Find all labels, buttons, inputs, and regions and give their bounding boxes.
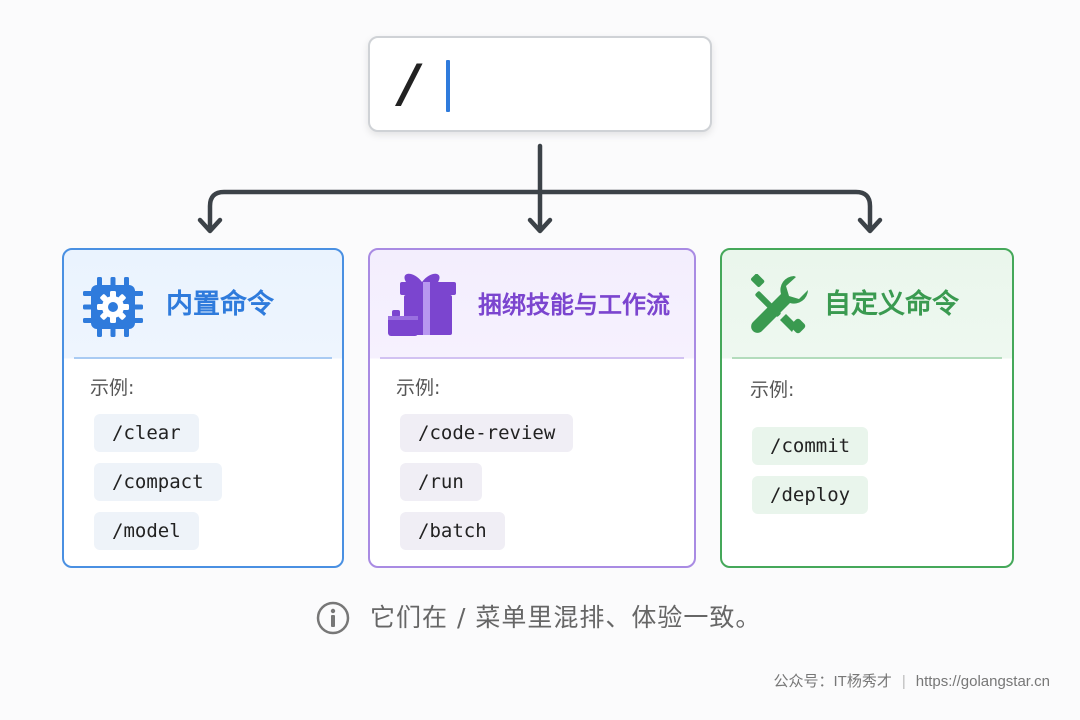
command-chip-code-review[interactable]: /code-review: [400, 414, 574, 452]
card-divider: [74, 357, 332, 359]
card-header: 内置命令: [64, 250, 342, 358]
builtin-commands-card: 内置命令 示例: /clear /compact /model: [62, 248, 344, 568]
slash-prompt: /: [400, 54, 419, 114]
card-divider: [732, 357, 1002, 359]
arrowhead-left: [197, 217, 223, 234]
command-chip-batch[interactable]: /batch: [400, 512, 505, 550]
command-chip-commit[interactable]: /commit: [752, 427, 869, 465]
bundled-skills-card: 捆绑技能与工作流 示例: /code-review /run /batch: [368, 248, 696, 568]
command-chip-clear[interactable]: /clear: [94, 414, 199, 452]
footer-url: https://golangstar.cn: [915, 673, 1050, 690]
arrowhead-right: [857, 217, 883, 234]
arrowhead-center: [527, 217, 553, 234]
command-chip-model[interactable]: /model: [94, 512, 199, 550]
footer-credit: 公众号：IT杨秀才 | https://golangstar.cn: [773, 672, 1050, 692]
example-label: 示例:: [90, 377, 135, 399]
card-divider: [380, 357, 684, 359]
command-chip-deploy[interactable]: /deploy: [752, 476, 869, 514]
example-label: 示例:: [396, 377, 441, 399]
connector-right-branch: [537, 189, 873, 233]
info-icon: [316, 601, 350, 635]
wrench-screwdriver-icon: [751, 274, 808, 334]
card-title: 内置命令: [166, 289, 274, 320]
footer-account: 公众号：IT杨秀才: [773, 673, 892, 690]
example-label: 示例:: [750, 379, 795, 401]
cpu-gear-icon: [83, 277, 143, 337]
branch-connectors: [197, 143, 883, 234]
note-text: 它们在 / 菜单里混排、体验一致。: [370, 603, 762, 632]
custom-commands-card: 自定义命令 示例: /commit /deploy: [720, 248, 1014, 568]
text-caret: [446, 60, 450, 112]
connector-left-branch: [207, 189, 543, 233]
card-title: 捆绑技能与工作流: [478, 291, 670, 319]
command-chip-compact[interactable]: /compact: [94, 463, 222, 501]
card-title: 自定义命令: [824, 289, 959, 320]
gift-box-icon: [388, 273, 456, 336]
card-header: 自定义命令: [722, 250, 1012, 358]
footer-separator: |: [901, 673, 906, 690]
card-header: 捆绑技能与工作流: [370, 250, 694, 358]
command-chip-run[interactable]: /run: [400, 463, 482, 501]
slash-command-input[interactable]: /: [368, 36, 712, 132]
